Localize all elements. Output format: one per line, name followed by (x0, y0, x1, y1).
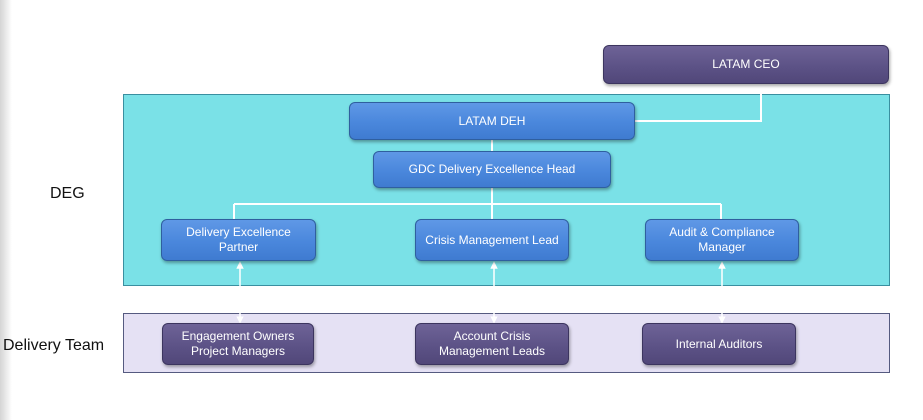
node-audit-compliance-manager: Audit & Compliance Manager (645, 219, 799, 261)
delivery-team-label: Delivery Team (3, 337, 105, 354)
connector-ceo-deh (634, 84, 762, 122)
left-edge-shade (0, 0, 12, 420)
node-latam-deh: LATAM DEH (349, 102, 635, 140)
node-gdc-delivery-excellence-head: GDC Delivery Excellence Head (373, 151, 611, 188)
node-account-crisis-management-leads: Account Crisis Management Leads (415, 323, 569, 365)
node-internal-auditors: Internal Auditors (642, 323, 796, 365)
node-delivery-excellence-partner: Delivery Excellence Partner (161, 219, 316, 261)
node-latam-ceo: LATAM CEO (603, 45, 889, 84)
node-crisis-management-lead: Crisis Management Lead (415, 219, 569, 261)
deg-label: DEG (50, 185, 85, 202)
node-engagement-owners: Engagement Owners Project Managers (162, 323, 314, 365)
